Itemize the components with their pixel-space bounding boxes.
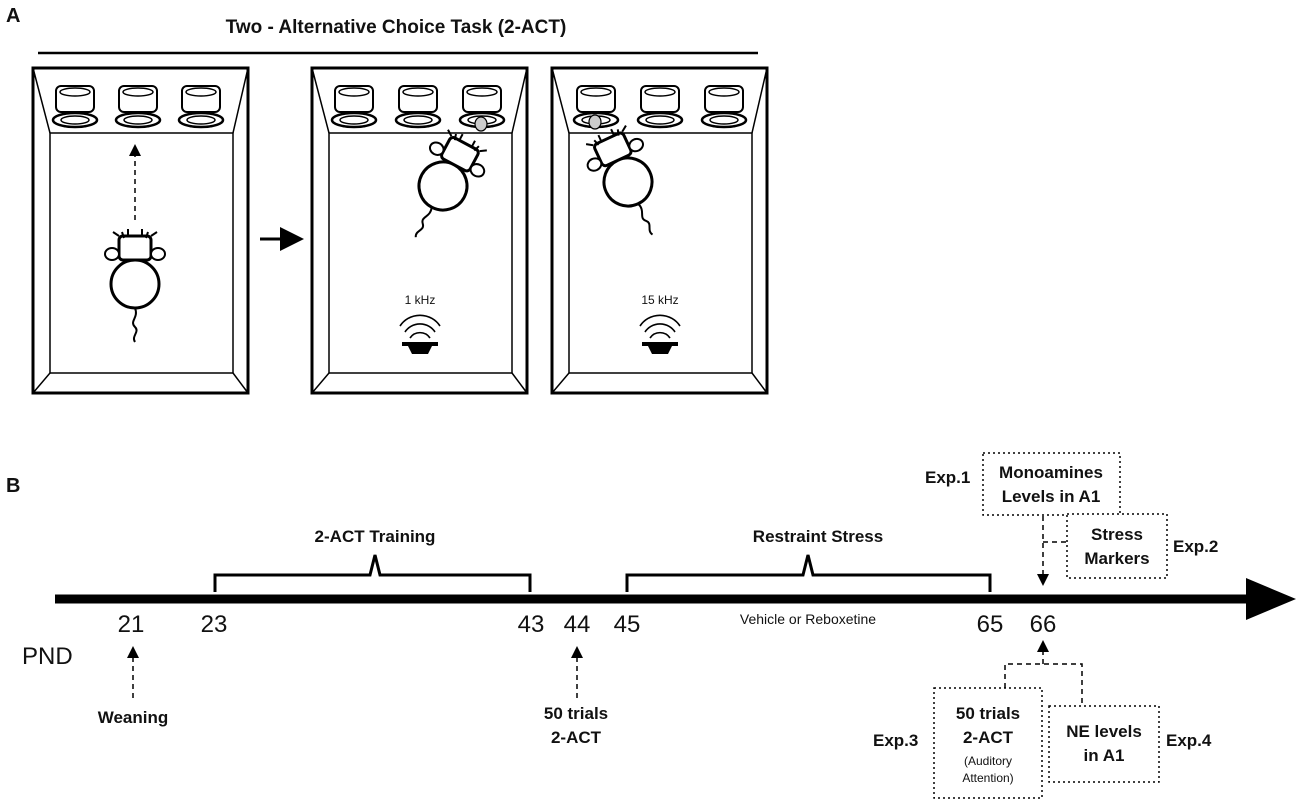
timeline-arrowhead xyxy=(1246,578,1296,620)
tick-label-65: 65 xyxy=(977,611,1004,638)
exp3-tag: Exp.3 xyxy=(873,731,918,750)
exp3-line-4: Attention) xyxy=(962,771,1013,785)
treatment-label: Vehicle or Reboxetine xyxy=(740,611,876,627)
speaker-icon xyxy=(399,314,441,355)
exp4-line-2: in A1 xyxy=(1084,746,1125,765)
tone-label-right: 15 kHz xyxy=(641,293,678,307)
panel-label-a: A xyxy=(6,5,20,27)
weaning-label: Weaning xyxy=(98,708,169,727)
exp4-line-1: NE levels xyxy=(1066,722,1142,741)
chamber-2: 1 kHz xyxy=(310,66,529,395)
trials-44-label: 50 trials xyxy=(544,704,608,723)
food-pellet-icon xyxy=(474,116,488,132)
chamber-1 xyxy=(31,66,250,395)
task-title: Two - Alternative Choice Task (2-ACT) xyxy=(226,17,567,38)
exp3-exp4-connector xyxy=(1004,663,1083,706)
feeder-cup xyxy=(330,84,378,129)
stress-label: Restraint Stress xyxy=(753,527,883,546)
exp4-box xyxy=(1048,705,1160,783)
training-bracket xyxy=(213,554,532,592)
exp1-line-2: Levels in A1 xyxy=(1002,487,1101,506)
feeder-cup xyxy=(177,84,225,129)
training-label: 2-ACT Training xyxy=(315,527,436,546)
exp2-box xyxy=(1066,513,1168,579)
exp3-box xyxy=(933,687,1043,799)
exp3-line-1: 50 trials xyxy=(956,704,1020,723)
food-pellet-icon xyxy=(588,114,602,130)
mouse-icon xyxy=(387,121,497,253)
tick-labels: 21 23 43 44 45 65 66 xyxy=(118,611,1057,638)
trials-44-sublabel: 2-ACT xyxy=(551,728,602,747)
exp3-line-2: 2-ACT xyxy=(963,728,1014,747)
exp2-tag: Exp.2 xyxy=(1173,537,1218,556)
tick-label-45: 45 xyxy=(614,611,641,638)
exp3-line-3: (Auditory xyxy=(964,754,1012,768)
tick-label-44: 44 xyxy=(564,611,591,638)
feeder-cup xyxy=(51,84,99,129)
tick-label-23: 23 xyxy=(201,611,228,638)
tick-label-43: 43 xyxy=(518,611,545,638)
exp2-line-1: Stress xyxy=(1091,525,1143,544)
tick-label-66: 66 xyxy=(1030,611,1057,638)
stress-bracket xyxy=(625,554,992,592)
exp1-box xyxy=(982,452,1121,516)
mouse-icon xyxy=(103,227,167,344)
pnd-label: PND xyxy=(22,643,73,670)
feeder-cup xyxy=(700,84,748,129)
exp1-line-1: Monoamines xyxy=(999,463,1103,482)
tick-label-21: 21 xyxy=(118,611,145,638)
exp1-tag: Exp.1 xyxy=(925,468,970,487)
panel-label-b: B xyxy=(6,475,20,497)
feeder-cup xyxy=(394,84,442,129)
exp4-tag: Exp.4 xyxy=(1166,731,1212,750)
chamber-3: 15 kHz xyxy=(550,66,769,395)
speaker-icon xyxy=(639,314,681,355)
feeder-cup xyxy=(114,84,162,129)
mouse-icon xyxy=(576,117,682,249)
exp2-line-2: Markers xyxy=(1084,549,1149,568)
tone-label-left: 1 kHz xyxy=(405,293,436,307)
feeder-cup xyxy=(636,84,684,129)
